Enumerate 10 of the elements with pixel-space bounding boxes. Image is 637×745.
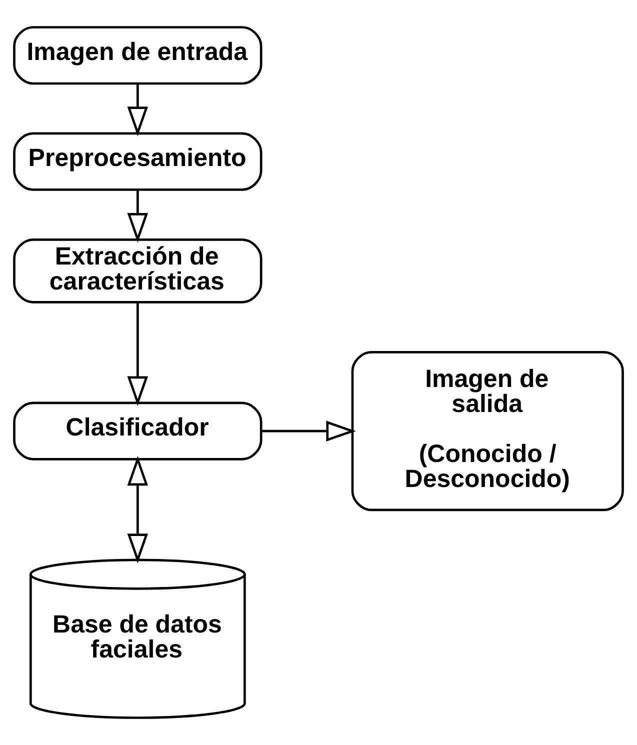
arrow	[127, 190, 148, 243]
node-box: Imagen de entrada	[13, 26, 262, 85]
node-box: Extracción de características	[13, 238, 262, 304]
node-box: Preprocesamiento	[13, 132, 262, 191]
arrow	[261, 420, 356, 442]
node-box: Clasificador	[13, 402, 262, 460]
arrow	[127, 456, 148, 564]
arrow	[127, 84, 148, 136]
arrow	[127, 302, 148, 406]
node-box: Imagen de salida (Conocido / Desconocido)	[351, 351, 624, 512]
